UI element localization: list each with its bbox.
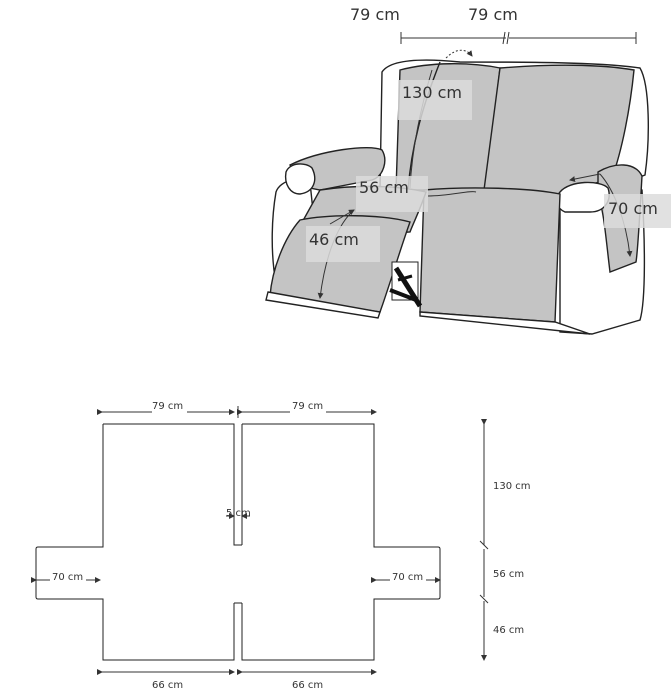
sofa-illustration: 79 cm 79 cm 130 cm 56 cm 46 cm 70 cm — [265, 5, 671, 335]
flat-label-arm-left: 70 cm — [52, 572, 83, 583]
sofa-label-box-arm — [604, 194, 671, 228]
flat-label-bottom-right: 66 cm — [292, 680, 323, 691]
sofa-label-width-right: 79 cm — [468, 5, 518, 24]
sofa-label-arm: 70 cm — [608, 199, 658, 218]
sofa-label-box-footrest — [306, 226, 380, 262]
flat-label-top-left: 79 cm — [152, 401, 183, 412]
sofa-right-seat-cover — [419, 187, 561, 323]
sofa-base-front — [419, 311, 591, 335]
sofa-label-width-left: 79 cm — [350, 5, 400, 24]
sofa-label-back-height: 130 cm — [402, 83, 462, 102]
recliner-mechanism — [389, 261, 423, 308]
flat-left-piece — [35, 423, 242, 661]
sofa-label-seat-depth: 56 cm — [359, 178, 409, 197]
flat-label-top-right: 79 cm — [292, 401, 323, 412]
sofa-label-box-seat — [356, 176, 428, 212]
flat-label-side-seat: 56 cm — [493, 569, 524, 580]
flat-label-side-foot: 46 cm — [493, 625, 524, 636]
flat-label-arm-right: 70 cm — [392, 572, 423, 583]
flat-label-gap: 5 cm — [226, 508, 251, 519]
flat-label-bottom-left: 66 cm — [152, 680, 183, 691]
sofa-label-box-back — [398, 80, 472, 120]
sofa-back-seam — [407, 61, 441, 191]
sofa-left-arm-roll — [284, 163, 316, 195]
flat-right-piece — [241, 423, 441, 661]
sofa-left-base — [265, 291, 381, 319]
flat-label-side-back: 130 cm — [493, 481, 531, 492]
flat-pattern: 79 cm 79 cm 5 cm 70 cm 70 cm 66 cm 66 cm… — [31, 401, 531, 691]
sofa-label-footrest: 46 cm — [309, 230, 359, 249]
